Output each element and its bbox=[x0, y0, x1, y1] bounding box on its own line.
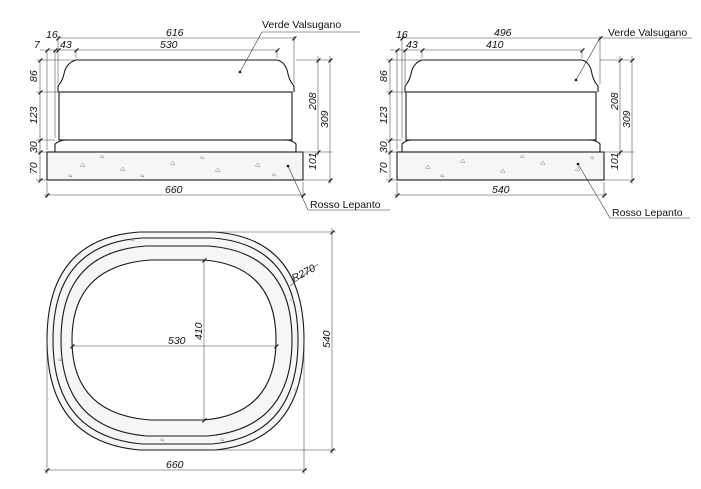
left-dim-30: 30 bbox=[28, 141, 40, 153]
plan-dim-660: 660 bbox=[166, 459, 184, 471]
left-dim-16: 16 bbox=[46, 29, 58, 41]
right-dim-208: 208 bbox=[609, 92, 621, 111]
right-dim-309: 309 bbox=[621, 110, 633, 128]
right-cornice bbox=[404, 59, 599, 92]
right-plinth bbox=[401, 139, 601, 152]
left-material-leaders: Verde Valsugano Rosso Lepanto bbox=[238, 19, 390, 211]
right-dim-43: 43 bbox=[406, 39, 418, 51]
left-dim-309: 309 bbox=[319, 110, 331, 128]
right-side-dimensions-right: 208 309 101 bbox=[600, 56, 635, 184]
left-cornice bbox=[57, 59, 295, 92]
plan-ring-2 bbox=[52, 237, 299, 445]
left-dim-7: 7 bbox=[34, 39, 41, 51]
right-dim-540: 540 bbox=[492, 184, 510, 196]
plan-dim-530: 530 bbox=[168, 335, 186, 347]
left-label-base-material: Rosso Lepanto bbox=[310, 199, 381, 211]
left-side-dimensions-right: 208 309 101 bbox=[296, 56, 333, 184]
left-dim-530: 530 bbox=[160, 39, 178, 51]
left-base-block bbox=[46, 151, 304, 181]
left-dim-101: 101 bbox=[307, 152, 319, 170]
right-elevation: 16 43 410 496 86 123 30 70 bbox=[378, 27, 692, 219]
left-dim-70: 70 bbox=[28, 162, 40, 174]
left-body bbox=[58, 91, 293, 141]
plan-height-dimension: 540 bbox=[214, 228, 336, 454]
left-side-dimensions-left: 86 123 30 70 bbox=[28, 58, 76, 183]
right-dim-86: 86 bbox=[378, 70, 390, 82]
right-label-base-material: Rosso Lepanto bbox=[612, 207, 683, 219]
right-top-dimensions: 16 43 410 496 bbox=[390, 27, 603, 150]
left-plinth bbox=[54, 139, 297, 152]
right-body bbox=[405, 91, 597, 141]
plan-radius-leader: R270 bbox=[290, 262, 319, 287]
left-base-speckles bbox=[67, 154, 277, 178]
right-dim-70: 70 bbox=[378, 162, 390, 174]
plan-dim-410: 410 bbox=[193, 322, 205, 340]
left-dim-660: 660 bbox=[165, 184, 183, 196]
plan-speckles bbox=[57, 237, 299, 442]
plan-ring-3 bbox=[60, 245, 293, 437]
right-dim-496: 496 bbox=[494, 27, 512, 39]
plan-dim-540: 540 bbox=[321, 330, 333, 348]
right-dim-410: 410 bbox=[486, 39, 504, 51]
right-label-upper-material: Verde Valsugano bbox=[608, 27, 687, 39]
right-dim-16: 16 bbox=[396, 29, 408, 41]
right-dim-101: 101 bbox=[609, 152, 621, 170]
left-dim-208: 208 bbox=[307, 92, 319, 111]
right-base-speckles bbox=[424, 154, 595, 178]
right-dim-30: 30 bbox=[378, 141, 390, 153]
plan-inner-dimensions: 530 410 bbox=[70, 258, 279, 423]
plan-width-dimension: 660 bbox=[44, 340, 307, 474]
right-bottom-dimension: 540 bbox=[394, 182, 607, 198]
right-base-block bbox=[396, 151, 605, 181]
right-dim-123: 123 bbox=[378, 106, 390, 124]
left-bottom-dimension: 660 bbox=[44, 182, 306, 198]
left-dim-86: 86 bbox=[28, 70, 40, 82]
left-dim-43: 43 bbox=[60, 39, 72, 51]
right-material-leaders: Verde Valsugano Rosso Lepanto bbox=[574, 27, 692, 219]
left-dim-616: 616 bbox=[166, 27, 184, 39]
left-top-dimensions: 7 16 43 530 616 bbox=[34, 27, 297, 150]
plan-view: 530 410 R270 540 660 bbox=[44, 228, 336, 474]
right-side-dimensions-left: 86 123 30 70 bbox=[378, 58, 422, 183]
left-label-upper-material: Verde Valsugano bbox=[262, 19, 341, 31]
plan-radius-label: R270 bbox=[290, 262, 318, 284]
left-elevation: 7 16 43 530 616 86 123 30 70 bbox=[28, 19, 390, 211]
left-dim-123: 123 bbox=[28, 106, 40, 124]
